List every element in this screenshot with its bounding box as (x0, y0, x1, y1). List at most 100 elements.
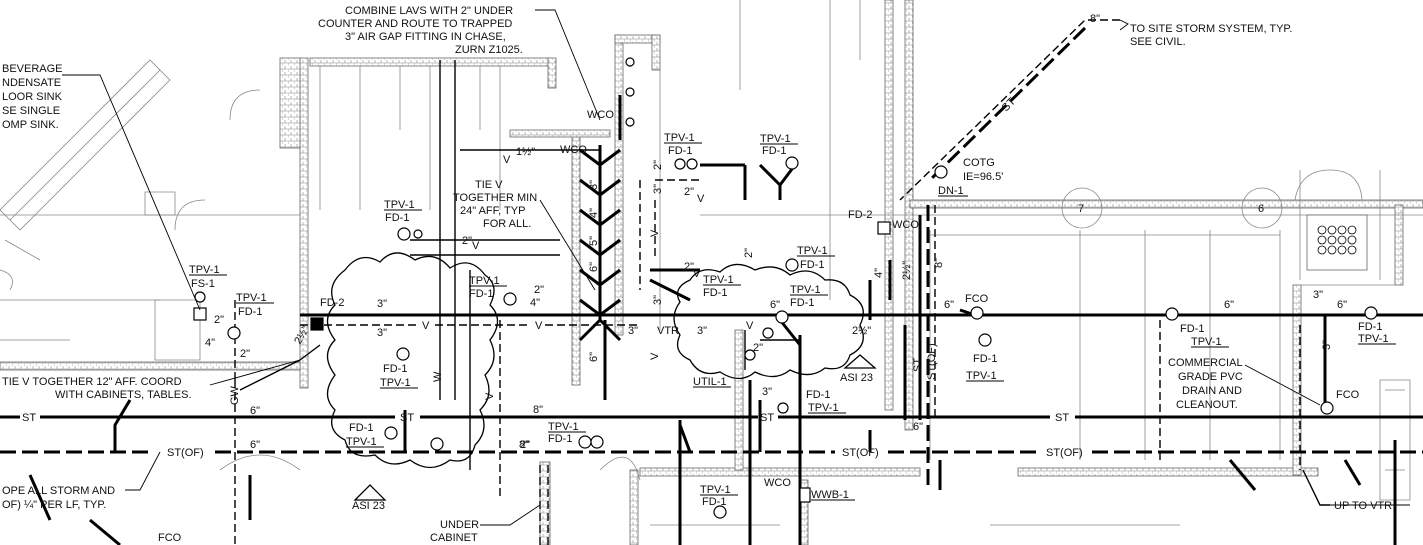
size-label: 6" (913, 421, 923, 433)
dn1-tag: DN-1 (938, 185, 964, 197)
tpv1-tag: TPV-1 (797, 245, 828, 257)
fco-tag: FCO (965, 293, 989, 305)
fd1-tag: FD-1 (238, 306, 262, 318)
asi23-tag: ASI 23 (352, 500, 385, 512)
combine-lavs-note-3: 3" AIR GAP FITTING IN CHASE, (345, 31, 506, 43)
combine-lavs-note-2: COUNTER AND ROUTE TO TRAPPED (318, 18, 512, 30)
under-cabinet-note-2: CABINET (430, 532, 478, 544)
asi23-tag: ASI 23 (840, 372, 873, 384)
beverage-note-4: SE SINGLE (2, 105, 60, 117)
size-label: 2" (240, 348, 250, 360)
fixture-tags: TPV-1 FD-1 TPV-1 FD-1 TPV-1 FD-1 TPV-1 F… (158, 109, 1396, 544)
size-label: 3" (588, 180, 600, 190)
size-label: 3" (652, 184, 664, 194)
tpv1-tag: TPV-1 (346, 436, 377, 448)
fd1-tag: FD-1 (762, 145, 786, 157)
size-label: 2½" (901, 261, 913, 280)
st-of-label: ST(OF) (842, 447, 879, 459)
fd1-tag: FD-1 (1180, 323, 1204, 335)
commercial-note-2: GRADE PVC (1178, 371, 1243, 383)
wco-tag: WCO (587, 109, 614, 121)
fd1-tag: FD-1 (385, 212, 409, 224)
size-label: 8" (933, 258, 945, 268)
tpv1-tag: TPV-1 (664, 132, 695, 144)
size-label: 6" (1337, 299, 1347, 311)
gw-vertical-label: GW (229, 385, 241, 405)
w-vertical-label: W (432, 371, 444, 382)
fd1-tag: FD-1 (548, 433, 572, 445)
size-label: 8" (1090, 13, 1100, 25)
fd1-tag: FD-1 (800, 259, 824, 271)
v-label: V (503, 154, 511, 166)
size-label: 4" (588, 208, 600, 218)
tie-v-24-note-1: TIE V (475, 179, 503, 191)
beverage-note-1: BEVERAGE (2, 63, 63, 75)
wwb1-tag: WWB-1 (811, 489, 849, 501)
size-label: 6" (588, 352, 600, 362)
st-of-vertical-label: ST(OF) (926, 343, 938, 380)
tie-v-12-note-2: WITH CABINETS, TABLES. (55, 389, 192, 401)
fd1-tag: FD-1 (668, 145, 692, 157)
size-label: 2" (684, 261, 694, 273)
fco-tag: FCO (1336, 389, 1360, 401)
size-label: 4" (530, 297, 540, 309)
size-label: 8" (519, 439, 529, 451)
to-site-note-1: TO SITE STORM SYSTEM, TYP. (1130, 23, 1292, 35)
to-site-note-2: SEE CIVIL. (1130, 36, 1186, 48)
fd1-tag: FD-1 (1358, 321, 1382, 333)
fco-tag: FCO (158, 532, 182, 544)
st-label: ST (1055, 412, 1069, 424)
wco-tag: WCO (560, 144, 587, 156)
tpv1-tag: TPV-1 (1358, 333, 1389, 345)
up-to-vtr-note: UP TO VTR (1334, 500, 1392, 512)
slope-note-2: OF) ¼" PER LF, TYP. (2, 499, 106, 511)
tie-v-24-note-2: TOGETHER MIN (453, 192, 537, 204)
wco-tag: WCO (764, 477, 791, 489)
combine-lavs-note-1: COMBINE LAVS WITH 2" UNDER (345, 5, 513, 17)
v-label: V (535, 320, 543, 332)
cotg-ie-label: IE=96.5' (963, 171, 1003, 183)
fd1-tag: FD-1 (790, 297, 814, 309)
tpv1-tag: TPV-1 (548, 421, 579, 433)
st-vertical-label: ST (912, 358, 924, 372)
size-label: 2" (652, 160, 664, 170)
size-label: 4" (873, 268, 885, 278)
size-label: 2" (520, 439, 530, 451)
st-label: ST (760, 412, 774, 424)
cotg-label: COTG (963, 157, 995, 169)
size-label: 3" (377, 298, 387, 310)
size-label: 2" (684, 186, 694, 198)
size-label: 8" (533, 404, 543, 416)
tie-v-12-note-1: TIE V TOGETHER 12" AFF. COORD (2, 376, 182, 388)
tpv1-tag: TPV-1 (380, 377, 411, 389)
fd1-tag: FD-1 (703, 287, 727, 299)
size-label: 3" (377, 327, 387, 339)
st-diagonal-label: ST (1000, 95, 1019, 114)
tpv1-tag: TPV-1 (966, 370, 997, 382)
v-label: V (422, 320, 430, 332)
grid-marker-7: 7 (1078, 203, 1084, 215)
v-vertical-label: V (649, 352, 661, 360)
tpv1-tag: TPV-1 (700, 484, 731, 496)
tie-v-24-note-3: 24" AFF, TYP (460, 205, 525, 217)
st-of-label: ST(OF) (167, 447, 204, 459)
fs1-tag: FS-1 (191, 278, 215, 290)
size-label: 6" (1224, 299, 1234, 311)
size-label: 6" (588, 262, 600, 272)
size-label: 2" (534, 284, 544, 296)
tpv1-tag: TPV-1 (808, 402, 839, 414)
grid-markers: 7 6 (1078, 203, 1264, 215)
v-label: V (693, 268, 701, 280)
size-label: 2" (214, 314, 224, 326)
fd2-tag: FD-2 (848, 209, 872, 221)
util1-tag: UTIL-1 (693, 376, 727, 388)
size-label: 3" (628, 325, 638, 337)
size-label: 3" (652, 295, 664, 305)
pipe-labels: ST ST ST ST ST(OF) ST(OF) ST(OF) ST ST S… (22, 13, 1347, 459)
revision-clouds (326, 252, 877, 501)
fixture-symbols (193, 57, 1378, 519)
size-label: 3" (762, 386, 772, 398)
beverage-note-5: OMP SINK. (2, 119, 59, 131)
